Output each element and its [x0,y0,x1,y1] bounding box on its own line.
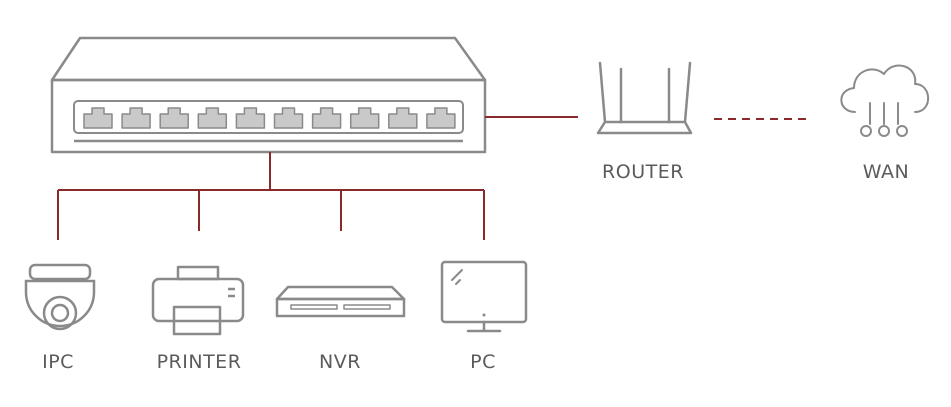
monitor-screen [440,260,528,324]
cloud-node [896,125,908,137]
printer-paper-tray [176,265,220,281]
wan-label: WAN [862,161,910,183]
nvr-recorder-icon [275,285,406,318]
cloud-node [860,125,872,137]
camera-lens-outer [42,295,78,331]
cloud-network-icon [840,64,930,137]
router-antenna [598,61,607,124]
nvr-front [275,297,406,318]
ipc-label: IPC [42,351,74,373]
cloud-node [878,125,890,137]
router-icon [596,61,693,135]
ethernet-port [311,107,342,129]
pc-label: PC [470,351,496,373]
nvr-drive-bay [343,304,391,310]
camera-mount [28,263,92,281]
ethernet-port [235,107,266,129]
switch-port-bay [73,100,464,134]
nvr-top [275,285,406,301]
nvr-label: NVR [319,351,361,373]
router-body [596,120,693,135]
camera-lens-inner [50,303,70,323]
ethernet-port [426,107,456,129]
ethernet-port [159,107,189,129]
printer-label: PRINTER [156,351,242,373]
monitor-icon [440,260,528,333]
switch-top-face [50,36,487,82]
screen-glare [455,279,461,285]
ethernet-port [83,107,113,129]
router-label: ROUTER [602,161,684,183]
ethernet-port [273,107,304,129]
switch-ports [83,107,456,129]
ethernet-port [388,107,418,129]
router-antenna [683,61,692,124]
dome-camera-icon [24,263,96,331]
network-links [57,116,812,240]
screen-glare [451,269,463,281]
ethernet-port [197,107,228,129]
cloud-outline [840,64,930,113]
nvr-drive-bay [290,304,338,310]
ethernet-port [121,107,151,129]
printer-output-paper [172,305,222,336]
printer-icon [151,265,245,336]
camera-dome [24,279,96,328]
printer-body [151,277,245,323]
ethernet-port [349,107,380,129]
power-dot [482,313,486,317]
network-switch-icon [50,36,487,154]
